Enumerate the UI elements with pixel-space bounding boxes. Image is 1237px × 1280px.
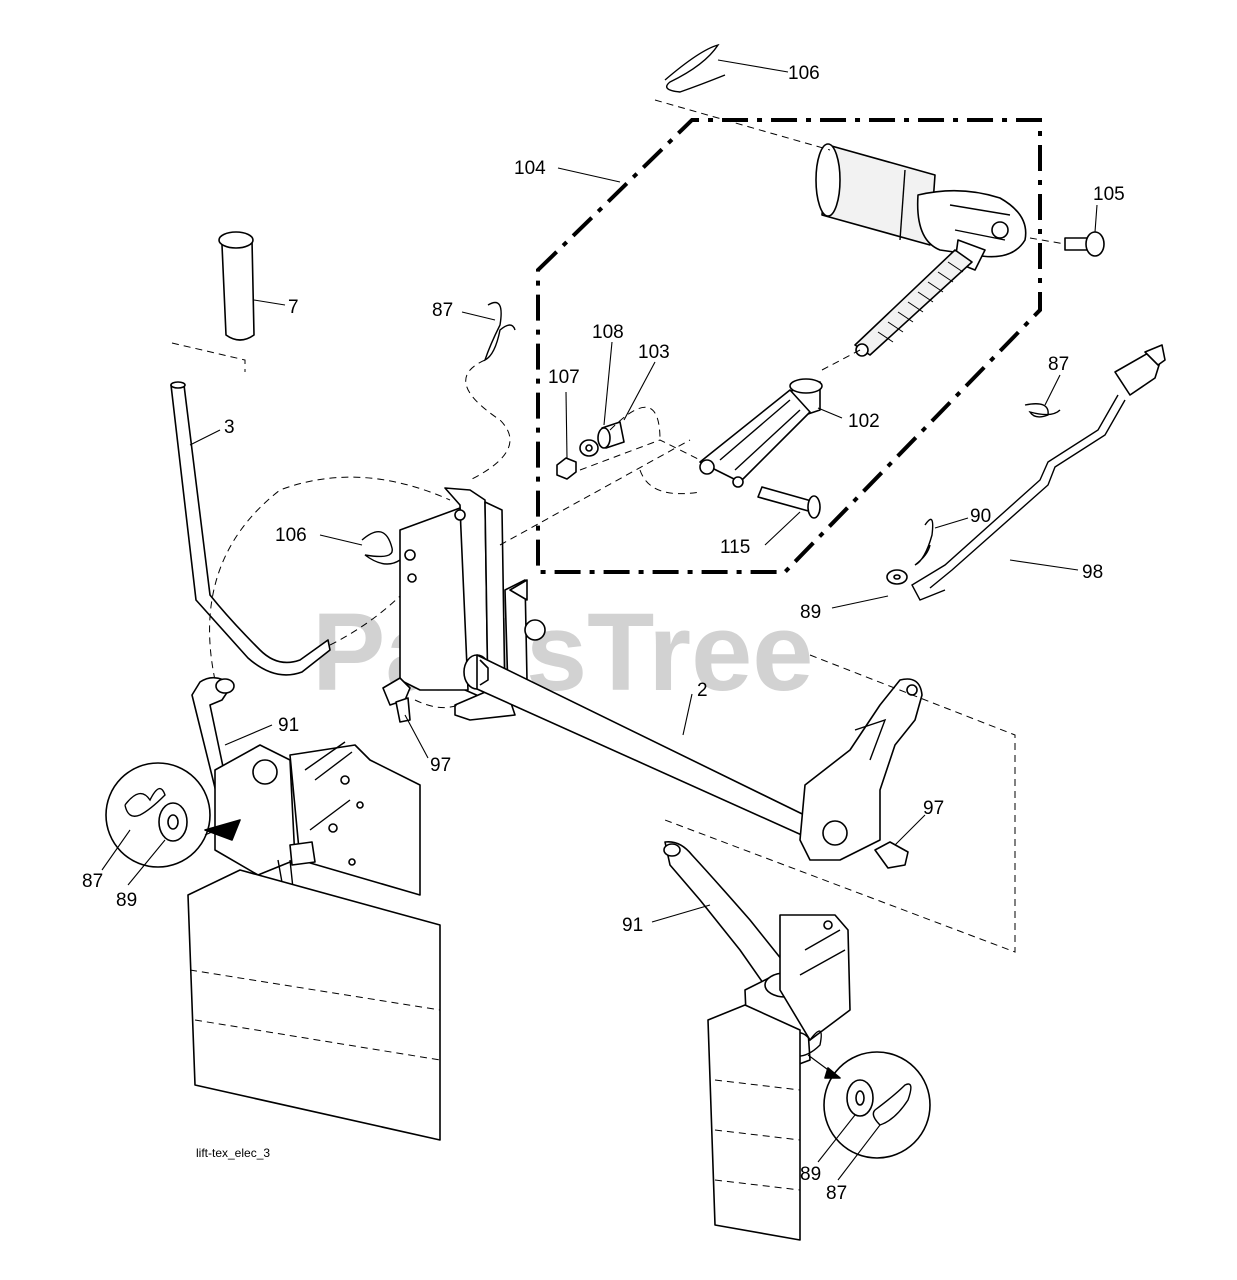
callout-2: 2 — [697, 680, 708, 701]
actuator-kit-boundary — [536, 118, 1042, 574]
right-deck-panel — [707, 1004, 801, 1241]
callout-87-right-detail: 87 — [826, 1183, 847, 1204]
lift-link-98 — [911, 344, 1166, 601]
lift-shaft-2 — [463, 654, 836, 851]
callout-97-left: 97 — [430, 755, 451, 776]
callout-103: 103 — [638, 342, 670, 363]
washer-89-right — [886, 569, 908, 585]
callout-89-left-detail: 89 — [116, 890, 137, 911]
callout-105: 105 — [1093, 184, 1125, 205]
drawing-id: lift-tex_elec_3 — [196, 1146, 270, 1160]
bolt-97-right — [874, 841, 909, 869]
callout-108: 108 — [592, 322, 624, 343]
left-lift-bracket — [214, 741, 421, 956]
center-bracket — [399, 487, 546, 721]
callout-106-top: 106 — [788, 63, 820, 84]
spacer-103 — [597, 421, 625, 449]
tube-102 — [699, 378, 823, 488]
callout-115: 115 — [720, 537, 750, 558]
callout-91-left: 91 — [278, 715, 299, 736]
right-lift-arm — [799, 678, 923, 861]
callout-106-mid: 106 — [275, 525, 307, 546]
callout-3: 3 — [224, 417, 235, 438]
callout-91-right: 91 — [622, 915, 643, 936]
leader-lines — [101, 59, 1098, 1181]
nut-107 — [556, 457, 577, 480]
hairpin-clip-106-top — [664, 43, 726, 93]
callout-89-right: 89 — [800, 602, 821, 623]
hairpin-clip-87-upper — [483, 301, 516, 362]
callout-89-right-detail: 89 — [800, 1164, 821, 1185]
actuator-motor — [815, 143, 1027, 271]
left-detail-circle — [105, 762, 241, 868]
actuator-screw — [854, 249, 973, 357]
callout-87-upper: 87 — [432, 300, 453, 321]
hairpin-clip-106-mid — [361, 531, 401, 565]
right-detail-circle — [807, 1051, 931, 1159]
bolt-97-left — [382, 677, 411, 723]
left-deck-panel — [187, 869, 441, 1141]
callout-97-right: 97 — [923, 798, 944, 819]
callout-98: 98 — [1082, 562, 1103, 583]
callout-107: 107 — [548, 367, 580, 388]
hairpin-clip-87-right — [1024, 403, 1061, 418]
callout-90: 90 — [970, 506, 991, 527]
callout-7: 7 — [288, 297, 299, 318]
callout-104: 104 — [514, 158, 546, 179]
hairpin-clip-90 — [914, 518, 934, 566]
callout-102: 102 — [848, 411, 880, 432]
pin-115 — [757, 486, 821, 519]
lift-lever-3 — [170, 381, 331, 676]
handle-grip-7 — [218, 231, 255, 341]
callout-87-left-detail: 87 — [82, 871, 103, 892]
callout-87-right: 87 — [1048, 354, 1069, 375]
bolt-105 — [1064, 231, 1105, 257]
